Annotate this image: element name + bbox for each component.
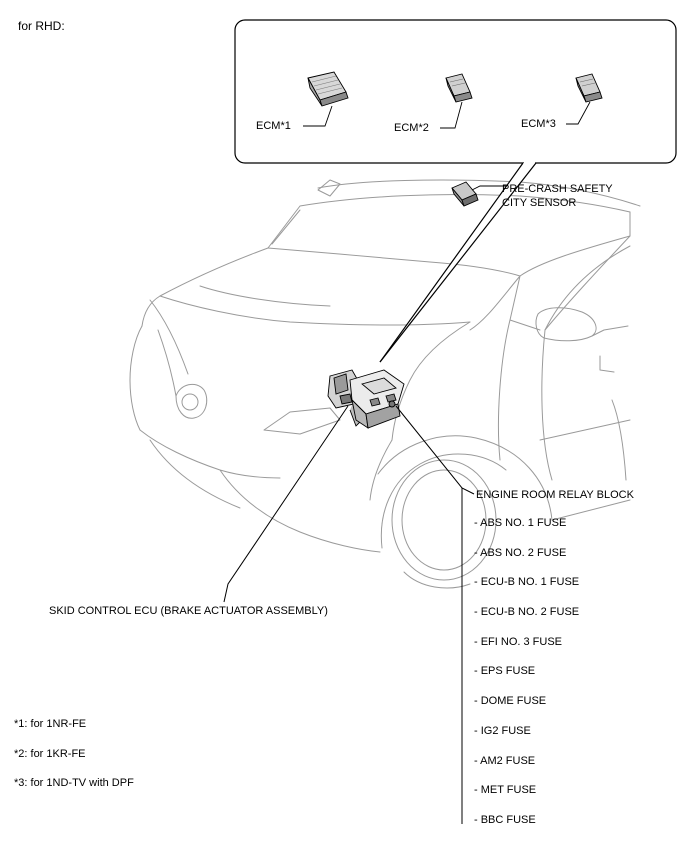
sensor-label-line1: PRE-CRASH SAFETY [502, 183, 613, 195]
fuse-item: - AM2 FUSE [474, 754, 536, 767]
ecm1-label: ECM*1 [256, 120, 291, 132]
fuse-item: - DOME FUSE [474, 695, 547, 708]
ecm2-leader [440, 101, 463, 129]
fuse-item: - ECU-B NO. 1 FUSE [474, 576, 580, 589]
footnote: *1: for 1NR-FE [14, 718, 87, 730]
fuse-item: - ECU-B NO. 2 FUSE [474, 606, 580, 619]
relay-block-label: ENGINE ROOM RELAY BLOCK [476, 489, 634, 501]
fuse-list: - ABS NO. 1 FUSE - ABS NO. 2 FUSE - ECU-… [474, 516, 579, 843]
vehicle-outline [129, 179, 641, 589]
fuse-item: - BBC FUSE [474, 813, 536, 826]
fuse-item: - ABS NO. 1 FUSE [474, 517, 567, 529]
sensor-leader [471, 185, 506, 191]
page-title: for RHD: [18, 19, 65, 33]
relay-block-leader [395, 405, 475, 495]
ecm1-leader [303, 105, 333, 127]
sensor-label-line2: CITY SENSOR [502, 197, 577, 209]
engine-room-components [327, 369, 405, 429]
ecm3-label: ECM*3 [521, 118, 556, 130]
footnote: *2: for 1KR-FE [14, 747, 86, 760]
fuse-item: - IG2 FUSE [474, 724, 531, 737]
ecm1-module [307, 71, 349, 107]
fuse-item: - MET FUSE [474, 784, 537, 797]
ecm2-module [445, 73, 473, 103]
skid-ecu-leader [223, 405, 349, 603]
ecm2-label: ECM*2 [394, 122, 429, 134]
ecm3-leader [566, 101, 591, 125]
fuse-item: - EFI NO. 3 FUSE [474, 635, 563, 648]
skid-control-ecu-label: SKID CONTROL ECU (BRAKE ACTUATOR ASSEMBL… [49, 605, 328, 617]
footnote: *3: for 1ND-TV with DPF [14, 777, 134, 789]
fuse-item: - EPS FUSE [474, 665, 536, 678]
ecm3-module [575, 73, 603, 103]
footnotes: *1: for 1NR-FE *2: for 1KR-FE *3: for 1N… [14, 717, 134, 806]
pre-crash-sensor-part [451, 181, 479, 207]
fuse-item: - ABS NO. 2 FUSE [474, 546, 567, 559]
